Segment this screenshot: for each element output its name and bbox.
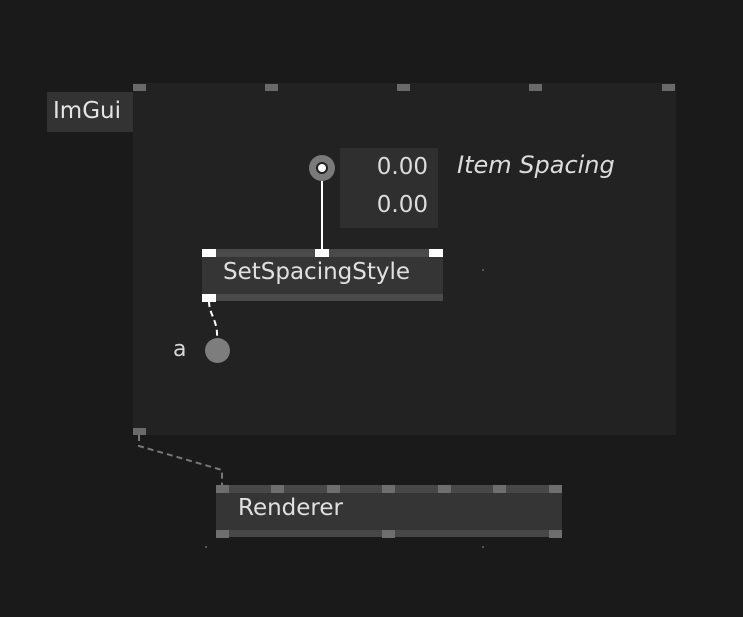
setspacing-input-pin-1[interactable] xyxy=(202,249,216,257)
node-bottom-bar xyxy=(202,294,443,301)
node-title: SetSpacingStyle xyxy=(223,259,411,285)
group-pin-1[interactable] xyxy=(133,84,146,91)
setspacing-input-pin-2[interactable] xyxy=(315,249,329,257)
setspacingstyle-node[interactable]: SetSpacingStyle xyxy=(202,249,443,302)
item-spacing-iobox[interactable]: 0.00 0.00 xyxy=(340,148,438,228)
group-pin-3[interactable] xyxy=(397,84,410,91)
canvas-dot xyxy=(482,546,484,548)
radio-dot-icon xyxy=(316,162,328,174)
group-pin-4[interactable] xyxy=(529,84,542,91)
renderer-input-pin-6[interactable] xyxy=(493,485,506,493)
iobox-label: Item Spacing xyxy=(457,151,615,179)
input-a-circle-icon[interactable] xyxy=(205,338,230,363)
renderer-output-pin-2[interactable] xyxy=(382,530,395,538)
canvas-dot xyxy=(205,546,207,548)
group-output-pin[interactable] xyxy=(133,428,146,435)
setspacing-input-pin-3[interactable] xyxy=(429,249,443,257)
renderer-input-pin-3[interactable] xyxy=(327,485,340,493)
renderer-input-pin-4[interactable] xyxy=(382,485,395,493)
renderer-node[interactable]: Renderer xyxy=(216,485,562,538)
input-a-label: a xyxy=(173,337,187,362)
renderer-output-pin-1[interactable] xyxy=(216,530,229,538)
renderer-input-pin-1[interactable] xyxy=(216,485,229,493)
canvas-dot xyxy=(482,269,484,271)
renderer-output-pin-3[interactable] xyxy=(549,530,562,538)
group-label[interactable]: ImGui xyxy=(47,92,133,132)
iobox-value-y[interactable]: 0.00 xyxy=(376,192,428,218)
group-pin-2[interactable] xyxy=(265,84,278,91)
setspacing-output-pin[interactable] xyxy=(202,294,216,302)
renderer-input-pin-7[interactable] xyxy=(549,485,562,493)
renderer-input-pin-2[interactable] xyxy=(271,485,284,493)
renderer-input-pin-5[interactable] xyxy=(438,485,451,493)
iobox-output-pin-icon[interactable] xyxy=(309,155,335,181)
node-title: Renderer xyxy=(238,495,343,521)
group-pin-5[interactable] xyxy=(662,84,675,91)
iobox-value-x[interactable]: 0.00 xyxy=(376,154,428,180)
wire-group-to-renderer xyxy=(138,435,223,486)
